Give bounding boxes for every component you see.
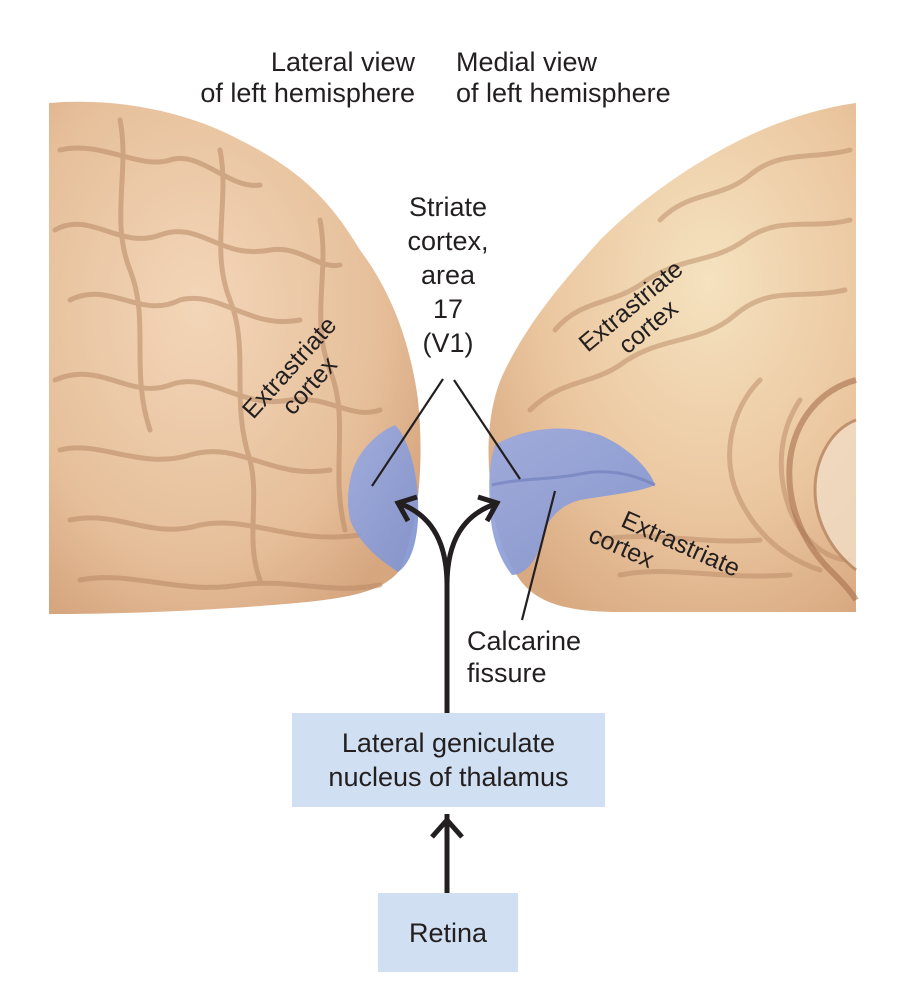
lateral-brain-shape [49, 101, 421, 615]
lgn-box-line1: Lateral geniculate [341, 728, 556, 758]
lateral-striate-region [348, 425, 419, 572]
striate-label-line1: Striate [408, 192, 488, 222]
v1-leader-left [371, 378, 444, 487]
branch-right [444, 501, 496, 586]
arrowhead-right-icon [477, 494, 501, 523]
striate-label-line5: (V1) [422, 328, 474, 358]
retina-box-label: Retina [408, 917, 488, 948]
lgn-box: Lateral geniculate nucleus of thalamus [292, 713, 605, 807]
lateral-hemisphere [49, 101, 421, 615]
striate-label-line2: cortex, [407, 226, 489, 256]
medial-view-title: Medial view of left hemisphere [456, 47, 756, 109]
lateral-view-title-line1: Lateral view [270, 47, 415, 77]
calcarine-fissure-groove [491, 470, 656, 487]
medial-view-title-line2: of left hemisphere [456, 78, 671, 108]
medial-striate-region [489, 428, 655, 575]
calcarine-label-line1: Calcarine [467, 626, 582, 656]
striate-label-line3: area [420, 260, 476, 290]
calcarine-leader [520, 490, 557, 621]
lateral-view-title-line2: of left hemisphere [200, 78, 415, 108]
arrowhead-left-icon [394, 494, 418, 523]
retina-box: Retina [378, 893, 518, 972]
calcarine-fissure-label: Calcarine fissure [467, 625, 607, 689]
lateral-view-title: Lateral view of left hemisphere [150, 47, 415, 109]
striate-label-line4: 17 [432, 294, 464, 324]
calcarine-label-line2: fissure [467, 658, 547, 688]
v1-leader-right [453, 379, 521, 480]
medial-hemisphere [488, 103, 859, 612]
medial-view-title-line1: Medial view [456, 47, 598, 77]
lgn-box-line2: nucleus of thalamus [328, 762, 569, 792]
arrowhead-up-icon [430, 816, 464, 839]
striate-cortex-label: Striate cortex, area 17 (V1) [378, 190, 518, 360]
